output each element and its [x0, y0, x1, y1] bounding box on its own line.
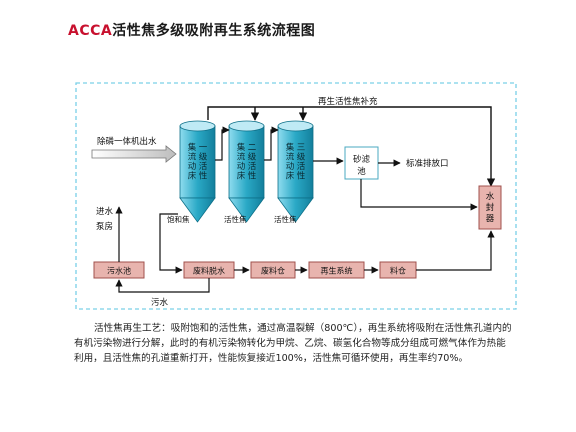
sandfilter-to-tank — [360, 179, 478, 211]
water-seal-tank — [478, 185, 502, 230]
bottom-box-5: 料仓 — [379, 261, 417, 279]
tower-1-char: 集 — [188, 142, 197, 153]
tower-1-bottom-label: 饱和焦 — [167, 214, 190, 224]
wastewater-return — [115, 278, 210, 293]
tower-2-bottom-label: 活性焦 — [224, 214, 247, 224]
water-seal-tank-label: 水封器 — [486, 191, 495, 224]
bottom-box-3: 废料仓 — [250, 261, 296, 279]
wastewater-label: 污水 — [151, 297, 169, 308]
bottom-box-2-label: 废料脱水 — [193, 266, 225, 276]
inlet-arrow — [91, 145, 177, 163]
tower-2 — [228, 120, 265, 223]
tower-1-char: 级 — [199, 152, 208, 163]
tower-1-char: 床 — [188, 171, 197, 182]
tower-1-char: 性 — [199, 171, 208, 182]
tower-3-char: 床 — [286, 171, 295, 182]
water-tank-char: 封 — [486, 202, 495, 213]
process-description: 活性焦再生工艺：吸附饱和的活性焦，通过高温裂解（800℃），再生系统将吸附在活性… — [74, 323, 512, 364]
tower-2-char: 流 — [237, 152, 246, 163]
tower-2-char: 级 — [248, 152, 257, 163]
pump-label-1: 进水 — [96, 206, 114, 217]
tower-2-char: 集 — [237, 142, 246, 153]
bottom-box-4: 再生系统 — [308, 261, 365, 279]
tower-3-char: 性 — [297, 171, 306, 182]
supply-line — [207, 106, 496, 187]
tower-3-char: 集 — [286, 142, 295, 153]
tower-1-char: 动 — [188, 161, 197, 172]
water-tank-char: 器 — [486, 214, 495, 224]
sand-filter-label-1: 砂滤 — [353, 154, 371, 165]
tower-1-char: 一 — [199, 143, 208, 153]
link-1-2 — [215, 126, 230, 161]
tower-1 — [179, 120, 216, 223]
tower-1-char: 流 — [188, 152, 197, 163]
tower-3-char: 动 — [286, 161, 295, 172]
tower-3-char: 三 — [297, 143, 306, 153]
tower-2-char: 动 — [237, 161, 246, 172]
tower-1-char: 活 — [199, 161, 208, 172]
tower-3-char: 活 — [297, 161, 306, 172]
water-tank-char: 水 — [486, 191, 495, 202]
bottom-box-5-label: 料仓 — [390, 266, 406, 276]
box5-to-tank — [416, 230, 495, 271]
bottom-box-4-label: 再生系统 — [321, 266, 353, 276]
pump-label-2: 泵房 — [96, 221, 113, 232]
title-accent: ACCA — [68, 23, 113, 39]
link-2-3 — [264, 126, 279, 161]
tower-3-bottom-label: 活性焦 — [274, 214, 297, 224]
tower-2-char: 活 — [248, 161, 257, 172]
bottom-box-3-label: 废料仓 — [261, 266, 285, 276]
inlet-label: 除磷一体机出水 — [97, 136, 157, 147]
bottom-box-1-label: 污水池 — [107, 266, 131, 276]
title-text: 活性焦多级吸附再生系统流程图 — [112, 23, 316, 39]
tower-3-char: 级 — [297, 152, 306, 163]
outlet-label: 标准排放口 — [406, 158, 449, 169]
bottom-box-2: 废料脱水 — [183, 261, 235, 279]
diagram-frame — [75, 82, 517, 310]
tower-2-char: 二 — [248, 143, 257, 153]
tower-2-char: 性 — [248, 171, 257, 182]
saturated-to-dewater — [159, 213, 183, 274]
tower-3-char: 流 — [286, 152, 295, 163]
supply-label: 再生活性焦补充 — [318, 96, 378, 107]
tower-3 — [277, 120, 314, 223]
bottom-box-1: 污水池 — [93, 261, 145, 279]
tower-2-char: 床 — [237, 171, 246, 182]
page-title: ACCA活性焦多级吸附再生系统流程图 — [68, 20, 315, 40]
sand-filter-label-2: 池 — [357, 166, 366, 177]
